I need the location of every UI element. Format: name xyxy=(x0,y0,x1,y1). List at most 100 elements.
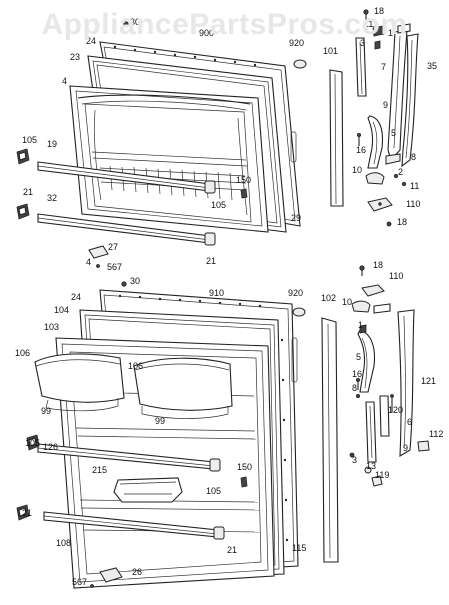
freezer-bracket-small-8 xyxy=(385,153,401,165)
part-callout-18: 18 xyxy=(374,6,384,16)
fresh-food-screw-567 xyxy=(90,584,94,588)
part-callout-105: 105 xyxy=(25,438,40,448)
fresh-food-strip-6 xyxy=(379,395,390,437)
part-callout-111: 111 xyxy=(364,19,378,29)
freezer-bar-end-cap-upper xyxy=(16,148,30,165)
fresh-food-plug-920 xyxy=(292,307,306,317)
part-callout-24: 24 xyxy=(71,292,81,302)
part-callout-110: 110 xyxy=(389,271,403,281)
part-callout-21: 21 xyxy=(206,256,216,266)
freezer-plug-920 xyxy=(293,59,307,69)
part-callout-105: 105 xyxy=(211,200,226,210)
part-callout-1: 1 xyxy=(388,28,393,38)
freezer-screw-16 xyxy=(356,132,361,137)
fresh-food-handle-strip-102 xyxy=(321,317,339,563)
part-callout-99: 99 xyxy=(41,406,51,416)
part-callout-115: 115 xyxy=(292,543,306,553)
part-callout-126: 126 xyxy=(43,442,58,452)
dairy-bin-right xyxy=(133,357,233,419)
part-callout-8: 8 xyxy=(411,152,416,162)
part-callout-23: 23 xyxy=(70,52,80,62)
part-callout-108: 108 xyxy=(56,538,71,548)
part-callout-21: 21 xyxy=(227,545,237,555)
part-callout-920: 920 xyxy=(289,38,304,48)
part-callout-3: 3 xyxy=(352,455,357,465)
part-callout-4: 4 xyxy=(62,76,67,86)
part-callout-10: 10 xyxy=(352,165,362,175)
freezer-screw-2 xyxy=(393,173,398,178)
fresh-food-handle xyxy=(397,309,415,457)
part-callout-9: 9 xyxy=(383,100,388,110)
fresh-food-handle-bracket xyxy=(357,329,376,393)
part-callout-18: 18 xyxy=(373,260,383,270)
freezer-bracket-10 xyxy=(365,172,385,185)
part-callout-99: 99 xyxy=(155,416,165,426)
part-callout-11: 11 xyxy=(410,181,419,191)
part-callout-150: 150 xyxy=(236,175,251,185)
freezer-screw-30 xyxy=(123,21,129,27)
part-callout-24: 24 xyxy=(86,36,96,46)
fresh-food-stud-150 xyxy=(240,476,248,488)
part-callout-105: 105 xyxy=(206,486,221,496)
freezer-stud-150 xyxy=(240,188,248,199)
fresh-food-shelf-bar-lower xyxy=(43,511,225,540)
freezer-screw-18-top xyxy=(363,9,369,20)
part-callout-9: 9 xyxy=(403,443,408,453)
part-callout-18: 18 xyxy=(397,217,407,227)
part-callout-910: 910 xyxy=(209,288,224,298)
part-callout-21: 21 xyxy=(23,187,33,197)
freezer-handle-strip-101 xyxy=(329,69,344,207)
part-callout-1: 1 xyxy=(358,320,363,330)
part-callout-121: 121 xyxy=(421,376,436,386)
fresh-food-bar-end-cap-lower xyxy=(16,504,30,521)
freezer-handle-bracket xyxy=(367,115,384,169)
part-callout-7: 7 xyxy=(381,62,386,72)
fresh-food-shelf-bar-upper xyxy=(37,443,221,472)
fresh-food-pin-120 xyxy=(390,394,394,412)
part-callout-2: 2 xyxy=(398,167,403,177)
part-callout-29: 29 xyxy=(291,213,301,223)
part-callout-5: 5 xyxy=(391,128,396,138)
freezer-shelf-bar-lower xyxy=(37,213,216,246)
part-callout-19: 19 xyxy=(47,139,57,149)
part-callout-13: 13 xyxy=(366,461,376,471)
freezer-screw-567 xyxy=(96,264,100,268)
part-callout-900: 900 xyxy=(199,28,214,38)
part-callout-101: 101 xyxy=(323,46,338,56)
part-callout-567: 567 xyxy=(72,577,87,587)
part-callout-103: 103 xyxy=(44,322,59,332)
fresh-food-bar-end-cap-upper xyxy=(26,434,40,451)
freezer-clip-part xyxy=(88,245,109,259)
fresh-food-door-assembly xyxy=(55,289,299,589)
fresh-food-screw-18 xyxy=(359,265,365,276)
part-callout-119: 119 xyxy=(375,470,389,480)
part-callout-30: 30 xyxy=(130,17,140,27)
freezer-screw-11 xyxy=(401,181,406,186)
part-callout-106: 106 xyxy=(15,348,30,358)
freezer-door-assembly xyxy=(69,41,301,233)
part-callout-8: 8 xyxy=(352,383,357,393)
fresh-food-stop-112 xyxy=(417,440,430,452)
part-callout-150: 150 xyxy=(237,462,252,472)
freezer-handle-cap xyxy=(372,23,411,50)
fresh-food-hinge-bar xyxy=(365,401,377,463)
freezer-handle-trim xyxy=(401,33,419,168)
fresh-food-upper-hinge-110 xyxy=(361,284,385,297)
part-callout-3: 3 xyxy=(360,38,365,48)
freezer-screw-18-bottom xyxy=(386,221,392,227)
fresh-food-screw-16 xyxy=(355,377,360,382)
part-callout-102: 102 xyxy=(321,293,336,303)
part-callout-27: 27 xyxy=(108,242,118,252)
fresh-food-bottom-hinge xyxy=(349,452,383,487)
part-callout-215: 215 xyxy=(92,465,107,475)
part-callout-567: 567 xyxy=(107,262,122,272)
part-callout-112: 112 xyxy=(429,429,443,439)
dairy-bin-left xyxy=(34,353,125,412)
part-callout-16: 16 xyxy=(352,369,362,379)
part-callout-105: 105 xyxy=(22,135,37,145)
fresh-food-clip-26 xyxy=(99,567,123,583)
watermark: AppliancePartsPros.com xyxy=(41,8,408,41)
part-callout-120: 120 xyxy=(388,405,403,415)
